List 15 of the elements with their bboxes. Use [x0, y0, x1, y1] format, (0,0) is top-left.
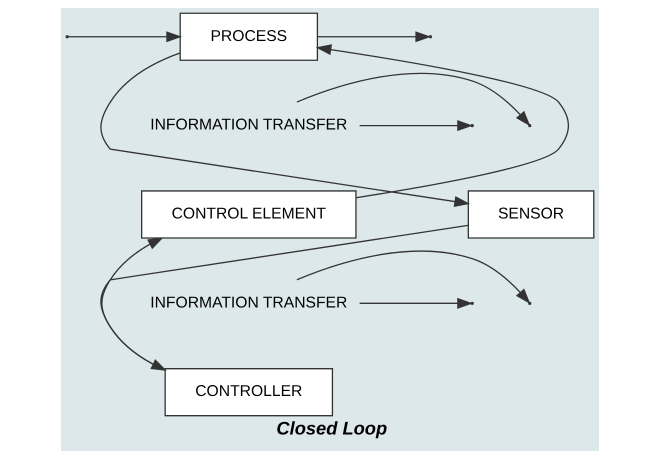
caption: Closed Loop: [276, 417, 387, 438]
node-box: CONTROLLER: [164, 368, 333, 416]
arrow: [359, 120, 472, 132]
arrow: [296, 250, 530, 304]
arrow: [100, 52, 470, 207]
arrow: [68, 31, 182, 42]
arrow: [359, 298, 472, 309]
arrow: [317, 31, 431, 42]
node-text: INFORMATION TRANSFER: [150, 294, 347, 312]
node-box: SENSOR: [467, 190, 594, 239]
arrow: [296, 72, 530, 126]
arrow: [315, 44, 569, 198]
node-box: CONTROL ELEMENT: [140, 190, 356, 239]
node-text: INFORMATION TRANSFER: [150, 116, 347, 134]
node-box: PROCESS: [179, 12, 318, 61]
